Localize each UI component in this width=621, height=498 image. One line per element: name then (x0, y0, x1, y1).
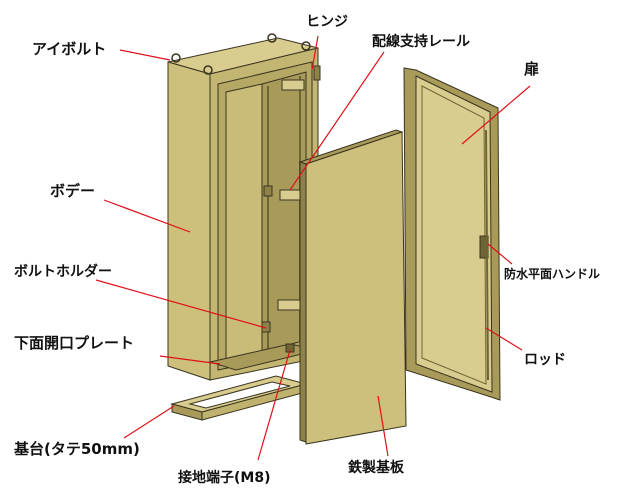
label-eyebolt: アイボルト (32, 40, 106, 58)
label-ground-terminal: 接地端子(M8) (178, 469, 270, 486)
callout-steel-plate (377, 395, 389, 457)
hinge-top (313, 65, 321, 81)
door-panel (415, 75, 493, 393)
waterproof-flat-handle (479, 235, 489, 259)
door-rod (485, 129, 489, 381)
label-steel-plate: 鉄製基板 (348, 459, 405, 476)
label-bottom-plate: 下面開口プレート (14, 334, 134, 352)
steel-plate-side (299, 161, 307, 443)
callout-rod (485, 327, 523, 351)
label-hinge: ヒンジ (306, 14, 348, 30)
label-wiring-rail: 配線支持レール (372, 33, 470, 50)
callout-door (461, 85, 531, 145)
cabinet-left-side (167, 61, 211, 381)
eyebolt-1 (171, 53, 181, 63)
steel-plate-face (305, 131, 407, 445)
cabinet-back-panel (225, 83, 263, 363)
callout-body (103, 199, 191, 233)
label-bolt-holder: ボルトホルダー (14, 263, 112, 280)
callout-lines (95, 35, 531, 461)
base-frame (170, 375, 308, 421)
eyebolt-2 (203, 65, 213, 75)
steel-plate (298, 129, 407, 445)
callout-handle (487, 243, 513, 265)
callout-base (123, 405, 175, 439)
label-door: 扉 (523, 60, 539, 78)
labels: アイボルト ヒンジ 配線支持レール 扉 ボデー ボルトホルダー 防水平面ハンドル… (13, 14, 600, 486)
bolt-holder-upper (263, 185, 273, 197)
callout-eyebolt (119, 49, 171, 61)
eyebolt-4 (301, 41, 311, 51)
door (403, 67, 501, 401)
callout-hinge (311, 35, 319, 71)
label-waterproof-handle: 防水平面ハンドル (504, 266, 600, 281)
label-base: 基台(タテ50mm) (13, 440, 140, 458)
wiring-rail-top (281, 79, 305, 91)
callout-ground-terminal (257, 349, 291, 461)
label-body: ボデー (50, 182, 95, 200)
cabinet-body (167, 37, 321, 381)
door-gasket (421, 85, 487, 385)
base-inner-opening (188, 381, 291, 409)
eyebolts (171, 33, 311, 75)
label-rod: ロッド (524, 352, 566, 368)
callout-wiring-rail (289, 51, 385, 191)
callout-bottom-plate (159, 355, 221, 365)
eyebolt-3 (267, 33, 277, 43)
callout-bolt-holder (95, 279, 267, 329)
